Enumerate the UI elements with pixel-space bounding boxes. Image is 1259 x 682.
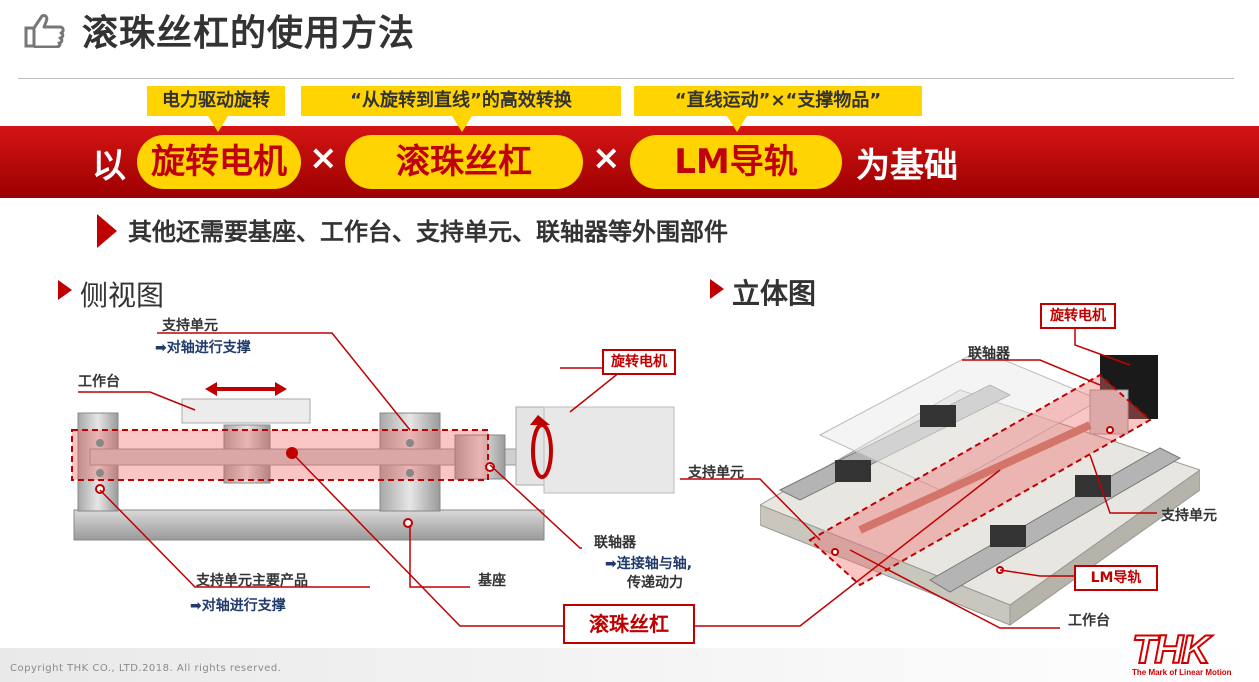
thk-logo-word: THK [1131, 628, 1211, 672]
pill-ball-screw: 滚珠丝杠 [345, 135, 583, 189]
coupling-desc-line2: 传递动力 [627, 575, 683, 591]
table-label: 工作台 [78, 374, 120, 390]
note-bullet-icon [97, 214, 117, 248]
footer-bar [0, 648, 1259, 682]
base-label: 基座 [478, 573, 506, 589]
side-view-bullet-icon [58, 280, 72, 300]
peripheral-note: 其他还需要基座、工作台、支持单元、联轴器等外围部件 [128, 218, 728, 246]
motor-tag: 电力驱动旋转 [147, 86, 285, 116]
support-unit-desc: ➡对轴进行支撑 [155, 340, 251, 356]
table-motion-arrow-icon [205, 382, 287, 396]
support-unit-label: 支持单元 [162, 318, 218, 334]
iso-view-bullet-icon [710, 279, 724, 299]
tag-pointer-arrows [208, 116, 747, 132]
thk-logo: THK The Mark of Linear Motion [1131, 628, 1232, 677]
side-view-drawing [71, 398, 675, 541]
band-suffix: 为基础 [856, 146, 958, 186]
side-view-heading: 侧视图 [80, 279, 165, 312]
iso-support-unit-left-label: 支持单元 [688, 465, 744, 481]
pill-lm-guide: LM导轨 [630, 135, 842, 189]
thk-logo-tagline: The Mark of Linear Motion [1132, 668, 1232, 677]
screw-tag: “从旋转到直线”的高效转换 [301, 86, 621, 116]
page-title: 滚珠丝杠的使用方法 [82, 13, 416, 54]
iso-coupling-label: 联轴器 [968, 346, 1010, 362]
coupling-label: 联轴器 [594, 535, 636, 551]
iso-motor-label: 旋转电机 [1040, 303, 1116, 329]
copyright-text: Copyright THK CO., LTD.2018. All rights … [10, 663, 282, 674]
ball-screw-callout: 滚珠丝杠 [563, 604, 695, 644]
isometric-drawing [760, 349, 1200, 626]
thumbs-up-icon [24, 14, 65, 48]
band-times-2: × [592, 138, 621, 178]
iso-support-unit-right-label: 支持单元 [1161, 508, 1217, 524]
side-motor-label: 旋转电机 [602, 349, 676, 375]
iso-view-heading: 立体图 [732, 277, 817, 310]
band-prefix: 以 [92, 146, 126, 186]
coupling-desc-line1: ➡连接轴与轴, [605, 556, 693, 572]
iso-table-label: 工作台 [1068, 613, 1110, 629]
support-products-label: 支持单元主要产品 [196, 573, 308, 589]
support-products-desc: ➡对轴进行支撑 [190, 598, 286, 614]
lm-guide-label: LM导轨 [1074, 565, 1158, 591]
title-divider [18, 78, 1234, 79]
pill-motor: 旋转电机 [137, 135, 301, 189]
band-times-1: × [309, 138, 338, 178]
guide-tag: “直线运动”×“支撑物品” [634, 86, 922, 116]
